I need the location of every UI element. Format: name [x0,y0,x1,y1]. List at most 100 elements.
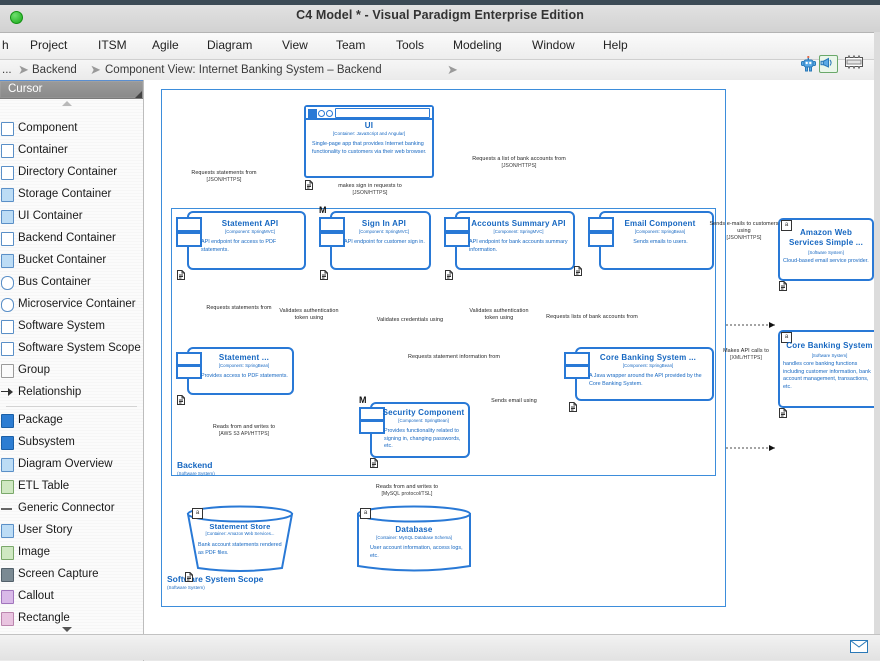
storage-container-icon [1,188,14,202]
node-description: Sends emails to users. [633,239,688,245]
palette-item-bucket-container[interactable]: Bucket Container [0,250,143,272]
node-subtitle: [Container: JavaScript and Angular] [332,131,406,136]
megaphone-icon[interactable] [819,55,838,73]
palette-item-component[interactable]: Component [0,118,143,140]
palette-item-label: Backend Container [18,232,116,244]
group-icon [1,364,14,378]
palette-item-label: User Story [18,524,73,536]
node-ui[interactable]: UI [Container: JavaScript and Angular] S… [304,105,434,178]
node-title: Statement ... [218,353,270,362]
backend-scope-boundary[interactable] [171,208,716,476]
ui-window-control-icon [308,109,317,118]
palette-divider [6,406,137,407]
palette-item-screen-capture[interactable]: Screen Capture [0,564,143,586]
palette-item-software-system[interactable]: Software System [0,316,143,338]
node-database[interactable]: a Database [Container: MySQL Database Sc… [354,505,474,575]
node-accounts-summary-api[interactable]: Accounts Summary API [Component: SpringM… [444,211,575,270]
palette-item-bus-container[interactable]: Bus Container [0,272,143,294]
palette-item-rectangle[interactable]: Rectangle [0,608,143,630]
right-edge-gutter [874,32,880,635]
palette-item-image[interactable]: Image [0,542,143,564]
palette-item-package[interactable]: Package [0,410,143,432]
menu-item-team[interactable]: Team [336,38,366,52]
relationship-icon [1,386,14,399]
palette-item-relationship[interactable]: Relationship [0,382,143,404]
edge-label-sends-emails-to-customers: Sends e-mails to customers using[JSON/HT… [709,221,779,241]
menu-bar[interactable]: h Project ITSM Agile Diagram View Team T… [0,33,880,60]
filmstrip-icon[interactable] [845,55,863,71]
node-statement-component[interactable]: Statement ... [Component: SpringBean] Pr… [176,347,294,395]
node-subtitle: [Software System] [808,250,844,255]
palette-item-label: Group [18,364,50,376]
node-statement-store[interactable]: a Statement Store [Container: Amazon Web… [184,505,296,573]
status-dot-icon [10,11,23,24]
palette-scroll-down-icon[interactable] [62,627,72,632]
diagram-canvas[interactable]: Software System Scope (Software System) … [144,80,880,635]
image-icon [1,546,14,560]
node-subtitle: [Software System] [811,353,848,358]
node-subtitle: [Component: SpringBean] [398,418,449,423]
breadcrumb-item-view[interactable]: Component View: Internet Banking System … [105,64,382,76]
palette-item-ui-container[interactable]: UI Container [0,206,143,228]
palette-item-group[interactable]: Group [0,360,143,382]
menu-item-agile[interactable]: Agile [152,38,179,52]
palette-scroll-up-icon[interactable] [62,101,72,106]
palette-item-user-story[interactable]: User Story [0,520,143,542]
node-email-component[interactable]: Email Component [Component: SpringBean] … [588,211,714,270]
edge-label-sign-in-requests: makes sign in requests to[JSON/HTTPS] [338,183,402,196]
software-system-scope-icon [1,342,14,356]
node-security-component[interactable]: M Security Component [Component: SpringB… [359,395,470,458]
menu-item-project[interactable]: Project [30,38,68,52]
subsystem-icon [1,436,14,450]
bus-container-icon [1,276,14,290]
node-amazon-ses[interactable]: a Amazon Web Services Simple ... [Softwa… [778,218,874,281]
palette-item-storage-container[interactable]: Storage Container [0,184,143,206]
palette-item-etl-table[interactable]: ETL Table [0,476,143,498]
palette-item-diagram-overview[interactable]: Diagram Overview [0,454,143,476]
menu-item-help[interactable]: Help [603,38,628,52]
palette-item-label: Container [18,144,68,156]
node-title: Sign In API [361,219,407,228]
palette-item-label: Screen Capture [18,568,99,580]
breadcrumb-item-root[interactable]: ... [2,64,12,76]
node-description: handles core banking functions including… [783,361,871,390]
node-description: A Java wrapper around the API provided b… [589,373,702,387]
breadcrumb-item-backend[interactable]: Backend [32,64,77,76]
menu-item-tools[interactable]: Tools [396,38,425,52]
palette-item-subsystem[interactable]: Subsystem [0,432,143,454]
node-title: Email Component [624,219,696,228]
menu-item-itsm[interactable]: ITSM [98,38,127,52]
menu-item-diagram[interactable]: Diagram [207,38,253,52]
document-badge-icon [185,572,193,582]
ui-container-icon [1,210,14,224]
envelope-icon[interactable] [850,640,868,653]
node-core-banking-facade[interactable]: Core Banking System ... [Component: Spri… [564,347,714,401]
menu-item-0[interactable]: h [2,38,9,52]
palette-resize-corner-icon[interactable] [135,91,142,98]
node-statement-api[interactable]: Statement API [Component: SpringMVC] API… [176,211,306,270]
palette-item-generic-connector[interactable]: Generic Connector [0,498,143,520]
palette-item-label: ETL Table [18,480,70,492]
palette-item-label: Package [18,414,63,426]
menu-item-window[interactable]: Window [532,38,575,52]
palette-item-directory-container[interactable]: Directory Container [0,162,143,184]
palette-item-label: UI Container [18,210,83,222]
robot-icon[interactable] [800,56,817,72]
diagram-content: Software System Scope (Software System) … [144,80,880,635]
menu-item-modeling[interactable]: Modeling [453,38,502,52]
node-sign-in-api[interactable]: M Sign In API [Component: SpringMVC] API… [319,205,431,270]
node-core-banking-system[interactable]: a Core Banking System [Software System] … [778,330,880,408]
menu-item-view[interactable]: View [282,38,308,52]
palette-item-label: Diagram Overview [18,458,113,470]
microservice-container-icon [1,298,14,312]
directory-container-icon [1,166,14,180]
palette-item-backend-container[interactable]: Backend Container [0,228,143,250]
palette-item-microservice-container[interactable]: Microservice Container [0,294,143,316]
edge-label-reads-writes-mysql: Reads from and writes to[MySQL protocol/… [375,484,439,497]
palette-item-callout[interactable]: Callout [0,586,143,608]
palette-item-container[interactable]: Container [0,140,143,162]
edge-label-validates-auth-token-2: Validates authentication token using [469,308,529,321]
palette-item-software-system-scope[interactable]: Software System Scope [0,338,143,360]
palette-header-cursor[interactable]: Cursor [0,80,143,99]
stereotype-badge-icon: a [781,220,792,231]
